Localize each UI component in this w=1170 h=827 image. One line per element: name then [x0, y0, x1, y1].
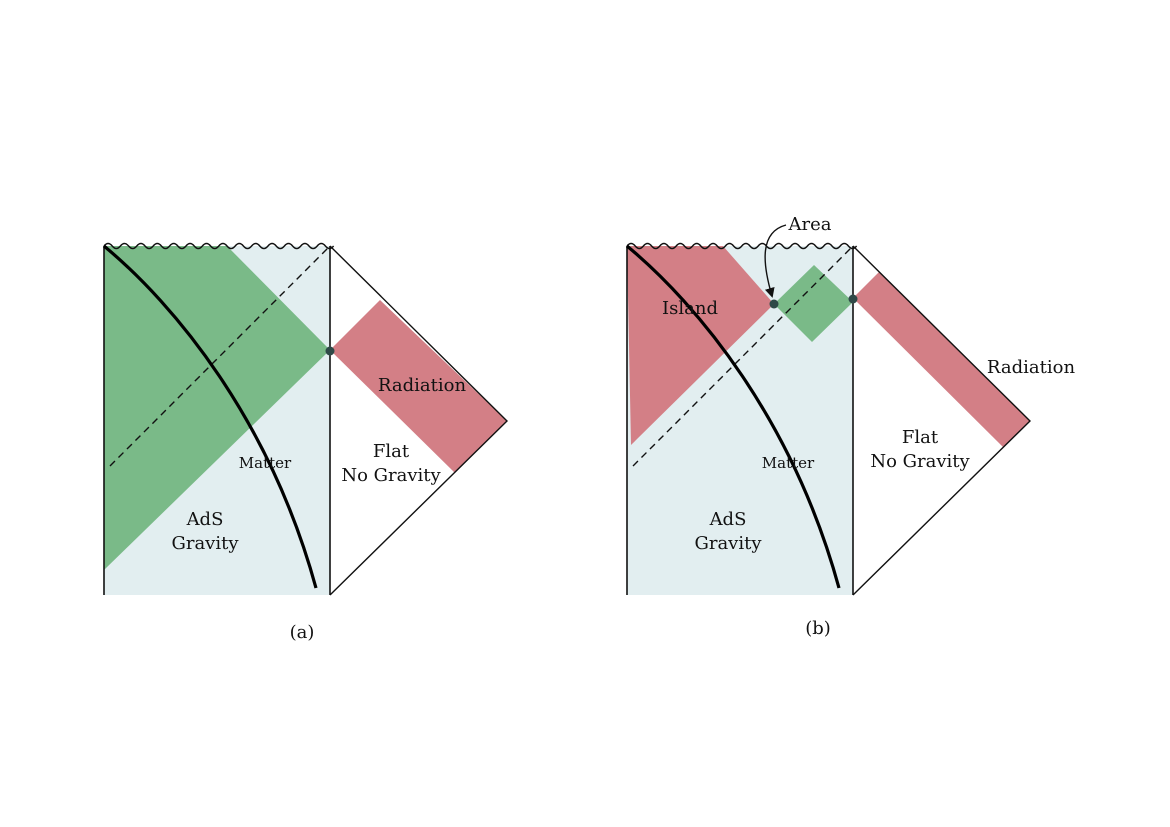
panel-caption: (b)	[805, 618, 831, 639]
matter-worldline	[102, 244, 318, 589]
boundary-point	[325, 346, 335, 356]
horizon-dashed-line	[109, 245, 331, 467]
radiation-region	[853, 272, 1030, 447]
flat-region-outline	[329, 245, 508, 596]
singularity-wavy-line	[103, 242, 335, 250]
matter-label: Matter	[762, 454, 815, 472]
ads-label-line1: AdS	[709, 509, 747, 530]
flat-label-line1: Flat	[902, 427, 939, 448]
radiation-region	[330, 300, 507, 473]
area-arrow	[764, 224, 787, 298]
panel-b: Area Island Matter AdS Gravity Flat No G…	[625, 214, 1076, 639]
panel-a: Matter AdS Gravity Flat No Gravity Radia…	[102, 242, 508, 643]
boundary-point	[848, 294, 858, 304]
flat-label-line2: No Gravity	[870, 451, 970, 472]
area-label: Area	[788, 214, 832, 235]
panel-caption: (a)	[290, 622, 315, 643]
matter-label: Matter	[239, 454, 292, 472]
flat-region-outline	[852, 245, 1031, 596]
flat-label-line2: No Gravity	[341, 465, 441, 486]
ads-label-line1: AdS	[186, 509, 224, 530]
flat-label-line1: Flat	[373, 441, 410, 462]
ads-label-line2: Gravity	[171, 533, 239, 554]
ads-label-line2: Gravity	[694, 533, 762, 554]
horizon-dashed-line	[632, 245, 854, 467]
radiation-label: Radiation	[987, 357, 1076, 378]
radiation-label: Radiation	[378, 375, 467, 396]
island-boundary-point	[769, 299, 779, 309]
singularity-wavy-line	[626, 242, 858, 250]
entanglement-wedge	[104, 246, 330, 570]
island-region	[627, 246, 774, 445]
matter-worldline	[625, 244, 841, 589]
entanglement-diamond	[774, 265, 853, 342]
island-label: Island	[662, 298, 718, 319]
